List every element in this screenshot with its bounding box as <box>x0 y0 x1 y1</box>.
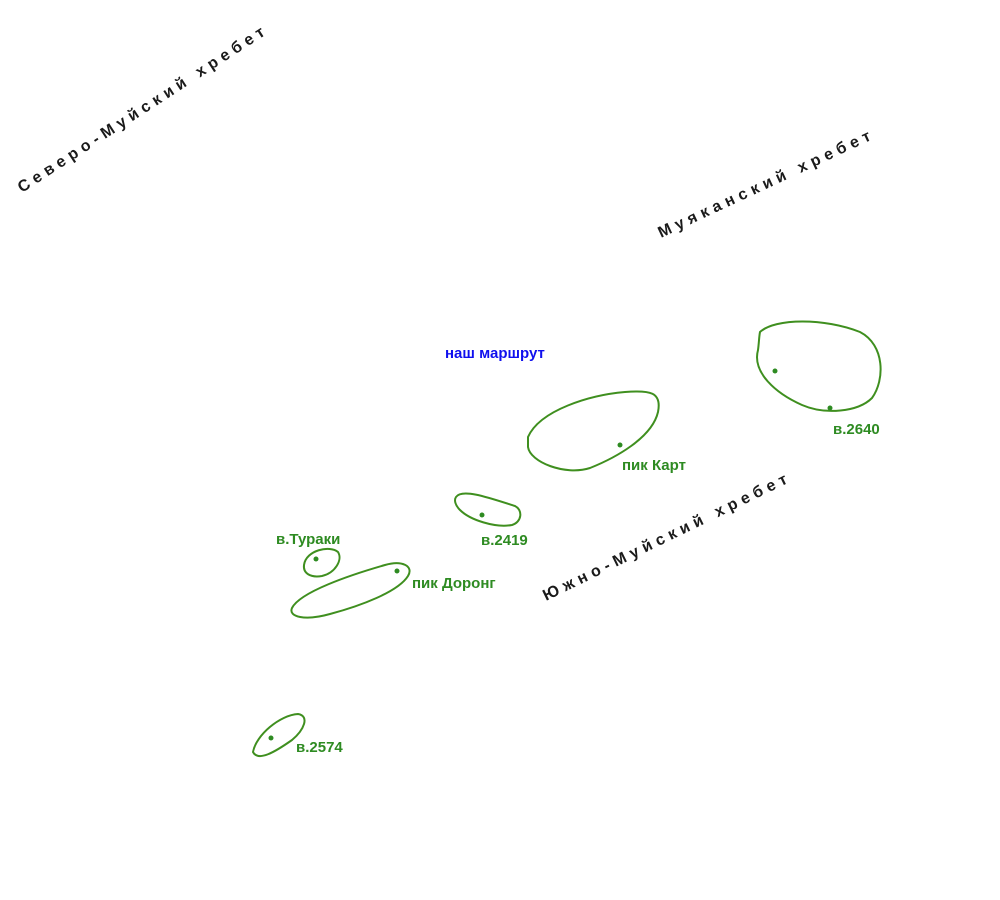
contour-v2574 <box>251 712 306 758</box>
peak-point-pik-kart <box>617 442 623 448</box>
peak-label-pik-dorong: пик Доронг <box>412 575 496 592</box>
peak-point-v2640-north <box>772 368 778 374</box>
contour-v-turaki <box>302 547 341 578</box>
contour-pik-dorong <box>290 562 411 619</box>
peak-label-pik-kart: пик Карт <box>622 457 686 474</box>
peak-point-v2419 <box>479 512 485 518</box>
contour-pik-kart <box>527 390 660 472</box>
peak-label-v2419: в.2419 <box>481 532 528 549</box>
ridge-label-yuzhno-muysky: Южно-Муйский хребет <box>540 469 794 605</box>
contour-v2640 <box>756 320 882 412</box>
peak-point-pik-dorong <box>394 568 400 574</box>
peak-label-v2574: в.2574 <box>296 739 343 756</box>
peak-point-v2574 <box>268 735 274 741</box>
ridge-label-severo-muysky: Северо-Муйский хребет <box>15 21 272 196</box>
peak-label-v-turaki: в.Тураки <box>276 531 340 548</box>
route-label: наш маршрут <box>445 345 545 362</box>
peak-point-v-turaki <box>313 556 319 562</box>
ridge-label-muyakansky: Муяканский хребет <box>656 126 879 242</box>
peak-point-v2640 <box>827 405 833 411</box>
peak-label-v2640: в.2640 <box>833 421 880 438</box>
contour-v2419 <box>454 492 522 527</box>
